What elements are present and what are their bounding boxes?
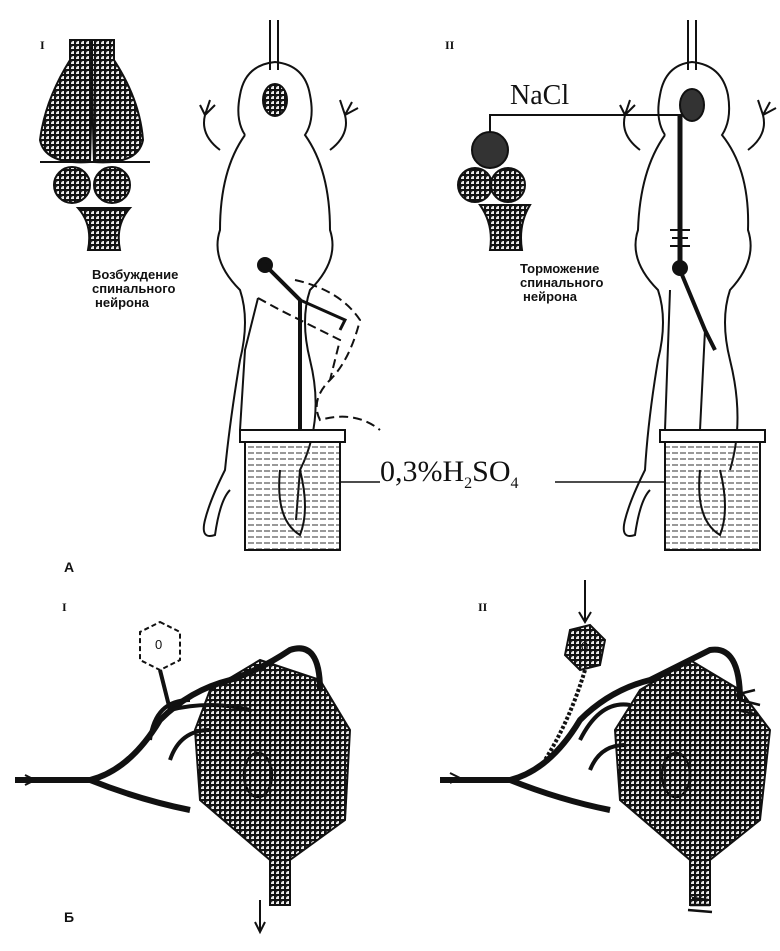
panel-b-roman-i: I — [62, 600, 67, 614]
neuron-diagram-right — [440, 580, 772, 914]
inhibition-caption: Торможение спинального нейрона — [520, 262, 603, 304]
caption-line: Торможение — [520, 261, 600, 276]
frog-right — [619, 20, 777, 537]
brain-diagram-right — [457, 114, 690, 251]
acid-formula-so: SO — [472, 455, 511, 488]
panel-b-label: Б — [64, 909, 75, 925]
acid-concentration: 0,3% — [380, 455, 443, 488]
caption-line: спинального — [92, 281, 176, 296]
nacl-label: NaCl — [510, 80, 570, 111]
caption-line: нейрона — [95, 295, 150, 310]
panel-a-label: А — [64, 559, 75, 575]
panel-b-roman-ii: II — [478, 600, 488, 614]
caption-line: Возбуждение — [92, 267, 179, 282]
brain-diagram-left — [38, 39, 150, 251]
acid-subscript: 4 — [510, 475, 519, 492]
acid-label: 0,3%H2SO4 — [380, 455, 519, 493]
inhibitory-cell-mark-left: 0 — [155, 637, 163, 652]
panel-a-roman-i: I — [40, 38, 45, 52]
beaker-right — [659, 429, 766, 551]
beaker-left — [239, 429, 346, 551]
caption-line: спинального — [520, 275, 604, 290]
frog-left — [199, 20, 381, 537]
acid-formula-h: H — [442, 455, 465, 488]
inhibitory-cell-mark-right: 0 — [581, 639, 589, 654]
panel-a-roman-ii: II — [445, 38, 455, 52]
caption-line: нейрона — [523, 289, 578, 304]
neuron-diagram-left — [15, 620, 352, 935]
acid-subscript: 2 — [464, 475, 473, 492]
excitation-caption: Возбуждение спинального нейрона — [92, 268, 178, 310]
